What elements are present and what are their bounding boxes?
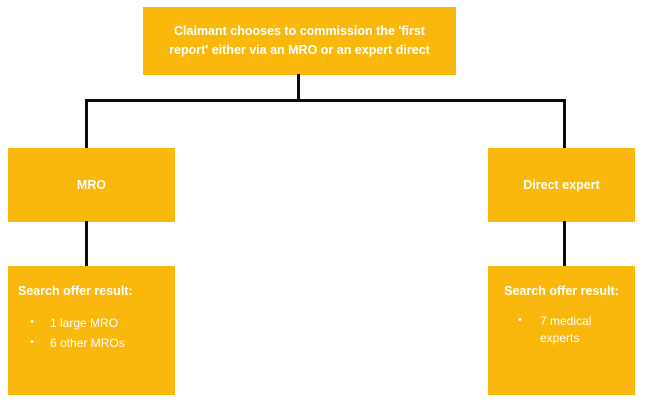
- node-mro: MRO: [8, 148, 175, 222]
- node-claimant-choice: Claimant chooses to commission the 'firs…: [143, 7, 456, 75]
- connector-mro-to-result: [85, 221, 88, 267]
- list-item: 6 other MROs: [18, 335, 165, 352]
- list-item: 1 large MRO: [18, 315, 165, 332]
- node-search-offer-result-mro: Search offer result: 1 large MRO 6 other…: [8, 266, 175, 395]
- connector-drop-left: [85, 99, 88, 149]
- result-heading-mro: Search offer result:: [18, 284, 133, 298]
- list-item: 7 medical experts: [498, 313, 625, 348]
- node-direct-expert: Direct expert: [488, 148, 635, 222]
- connector-drop-right: [563, 99, 566, 149]
- connector-direct-expert-to-result: [563, 221, 566, 267]
- connector-stem-top: [297, 74, 300, 101]
- result-list-mro: 1 large MRO 6 other MROs: [18, 315, 165, 353]
- connector-horizontal-bar: [85, 99, 566, 102]
- result-heading-direct-expert: Search offer result:: [504, 284, 619, 298]
- node-search-offer-result-direct-expert: Search offer result: 7 medical experts: [488, 266, 635, 395]
- result-list-direct-expert: 7 medical experts: [498, 313, 625, 348]
